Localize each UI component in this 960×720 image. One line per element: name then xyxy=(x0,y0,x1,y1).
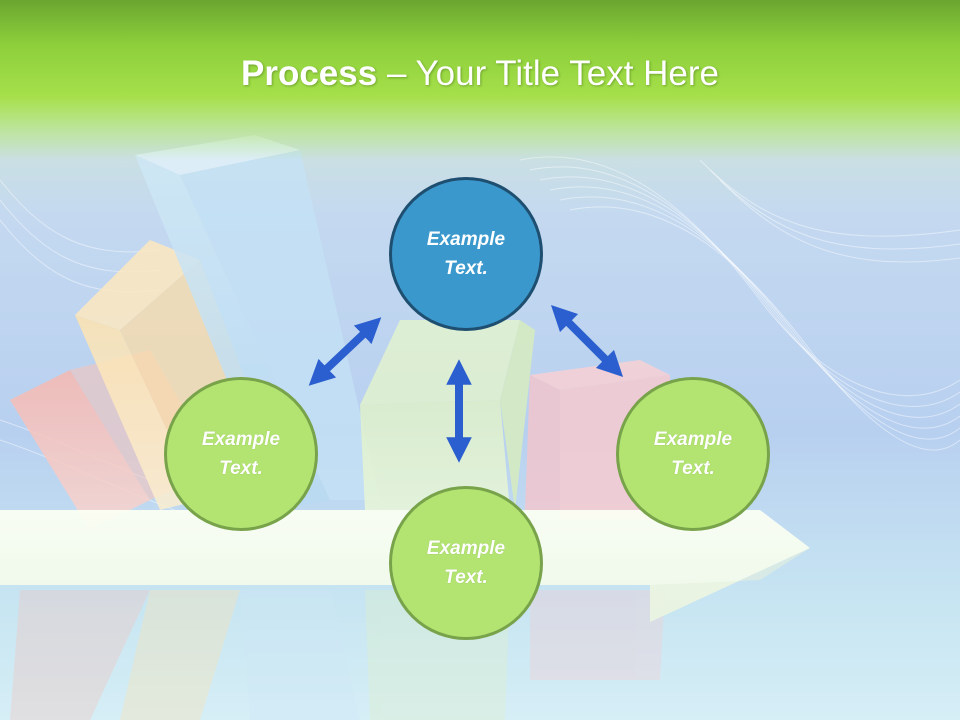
node-right: Example Text. xyxy=(616,377,770,531)
title-banner xyxy=(0,0,960,160)
title-rest-part: – Your Title Text Here xyxy=(377,54,719,93)
title-bold-part: Process xyxy=(241,54,378,93)
node-left-label: Example Text. xyxy=(201,429,281,479)
node-right-label: Example Text. xyxy=(653,429,733,479)
slide-title: Process – Your Title Text Here xyxy=(0,52,960,96)
node-bottom-label: Example Text. xyxy=(426,538,506,588)
node-top: Example Text. xyxy=(389,177,543,331)
node-bottom: Example Text. xyxy=(389,486,543,640)
node-left: Example Text. xyxy=(164,377,318,531)
node-top-label: Example Text. xyxy=(426,229,506,279)
